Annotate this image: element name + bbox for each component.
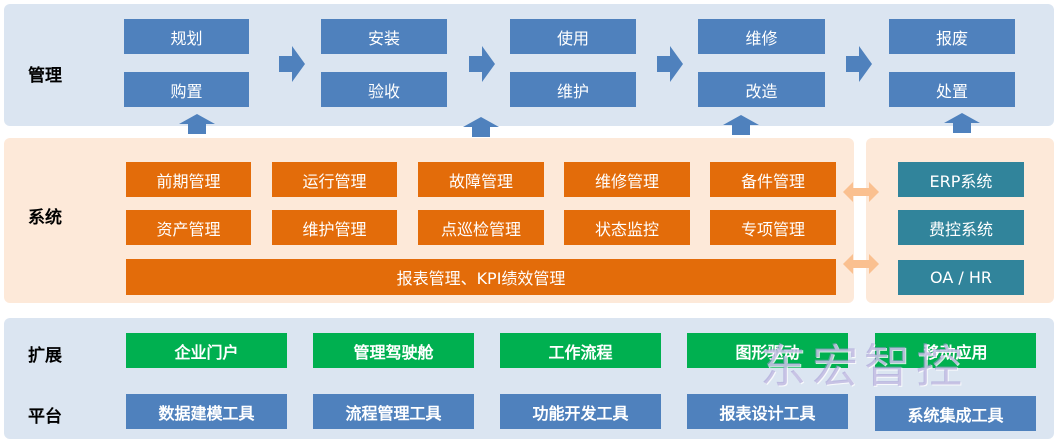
module-box-maintenance: 维护管理 (272, 210, 397, 245)
ext-box-mobile: 移动应用 (875, 333, 1036, 368)
up-arrow-icon (723, 115, 759, 135)
external-box-expense-control: 费控系统 (898, 210, 1024, 245)
right-arrow-icon (846, 46, 872, 82)
up-arrow-icon (944, 113, 980, 133)
lifecycle-box-disposal: 处置 (889, 72, 1015, 107)
tool-box-process-management: 流程管理工具 (313, 394, 474, 429)
row-label-management: 管理 (28, 66, 62, 86)
tool-box-function-development: 功能开发工具 (500, 394, 661, 429)
up-arrow-icon (463, 117, 499, 137)
module-box-monitoring: 状态监控 (564, 210, 690, 245)
lifecycle-box-acceptance: 验收 (321, 72, 447, 107)
right-arrow-icon (657, 46, 683, 82)
tool-box-report-design: 报表设计工具 (687, 394, 848, 429)
lifecycle-box-retrofit: 改造 (698, 72, 825, 107)
bidirectional-arrow-icon (843, 182, 879, 202)
ext-box-graphic-driver: 图形驱动 (687, 333, 848, 368)
module-box-fault: 故障管理 (418, 162, 544, 197)
lifecycle-box-purchase: 购置 (124, 72, 249, 107)
lifecycle-box-install: 安装 (321, 19, 447, 54)
module-box-special: 专项管理 (710, 210, 836, 245)
row-label-extension: 扩展 (28, 346, 62, 366)
module-box-spare-parts: 备件管理 (710, 162, 836, 197)
module-box-assets: 资产管理 (126, 210, 251, 245)
tool-box-system-integration: 系统集成工具 (875, 396, 1036, 431)
lifecycle-box-repair: 维修 (698, 19, 825, 54)
right-arrow-icon (279, 46, 305, 82)
ext-box-workflow: 工作流程 (500, 333, 661, 368)
bidirectional-arrow-icon (843, 254, 879, 274)
row-label-platform: 平台 (28, 407, 62, 427)
lifecycle-box-maintenance: 维护 (510, 72, 636, 107)
lifecycle-box-use: 使用 (510, 19, 636, 54)
module-box-reports-kpi: 报表管理、KPI绩效管理 (126, 259, 836, 295)
lifecycle-box-plan: 规划 (124, 19, 249, 54)
tool-box-data-modeling: 数据建模工具 (126, 394, 287, 429)
module-box-repair: 维修管理 (564, 162, 690, 197)
external-box-oa-hr: OA / HR (898, 260, 1024, 295)
row-label-system: 系统 (28, 208, 62, 228)
module-box-preliminary: 前期管理 (126, 162, 251, 197)
module-box-operation: 运行管理 (272, 162, 397, 197)
right-arrow-icon (469, 46, 495, 82)
external-box-erp: ERP系统 (898, 162, 1024, 197)
lifecycle-box-scrap: 报废 (889, 19, 1015, 54)
ext-box-portal: 企业门户 (126, 333, 287, 368)
module-box-inspection: 点巡检管理 (418, 210, 544, 245)
up-arrow-icon (179, 114, 215, 134)
ext-box-cockpit: 管理驾驶舱 (313, 333, 474, 368)
